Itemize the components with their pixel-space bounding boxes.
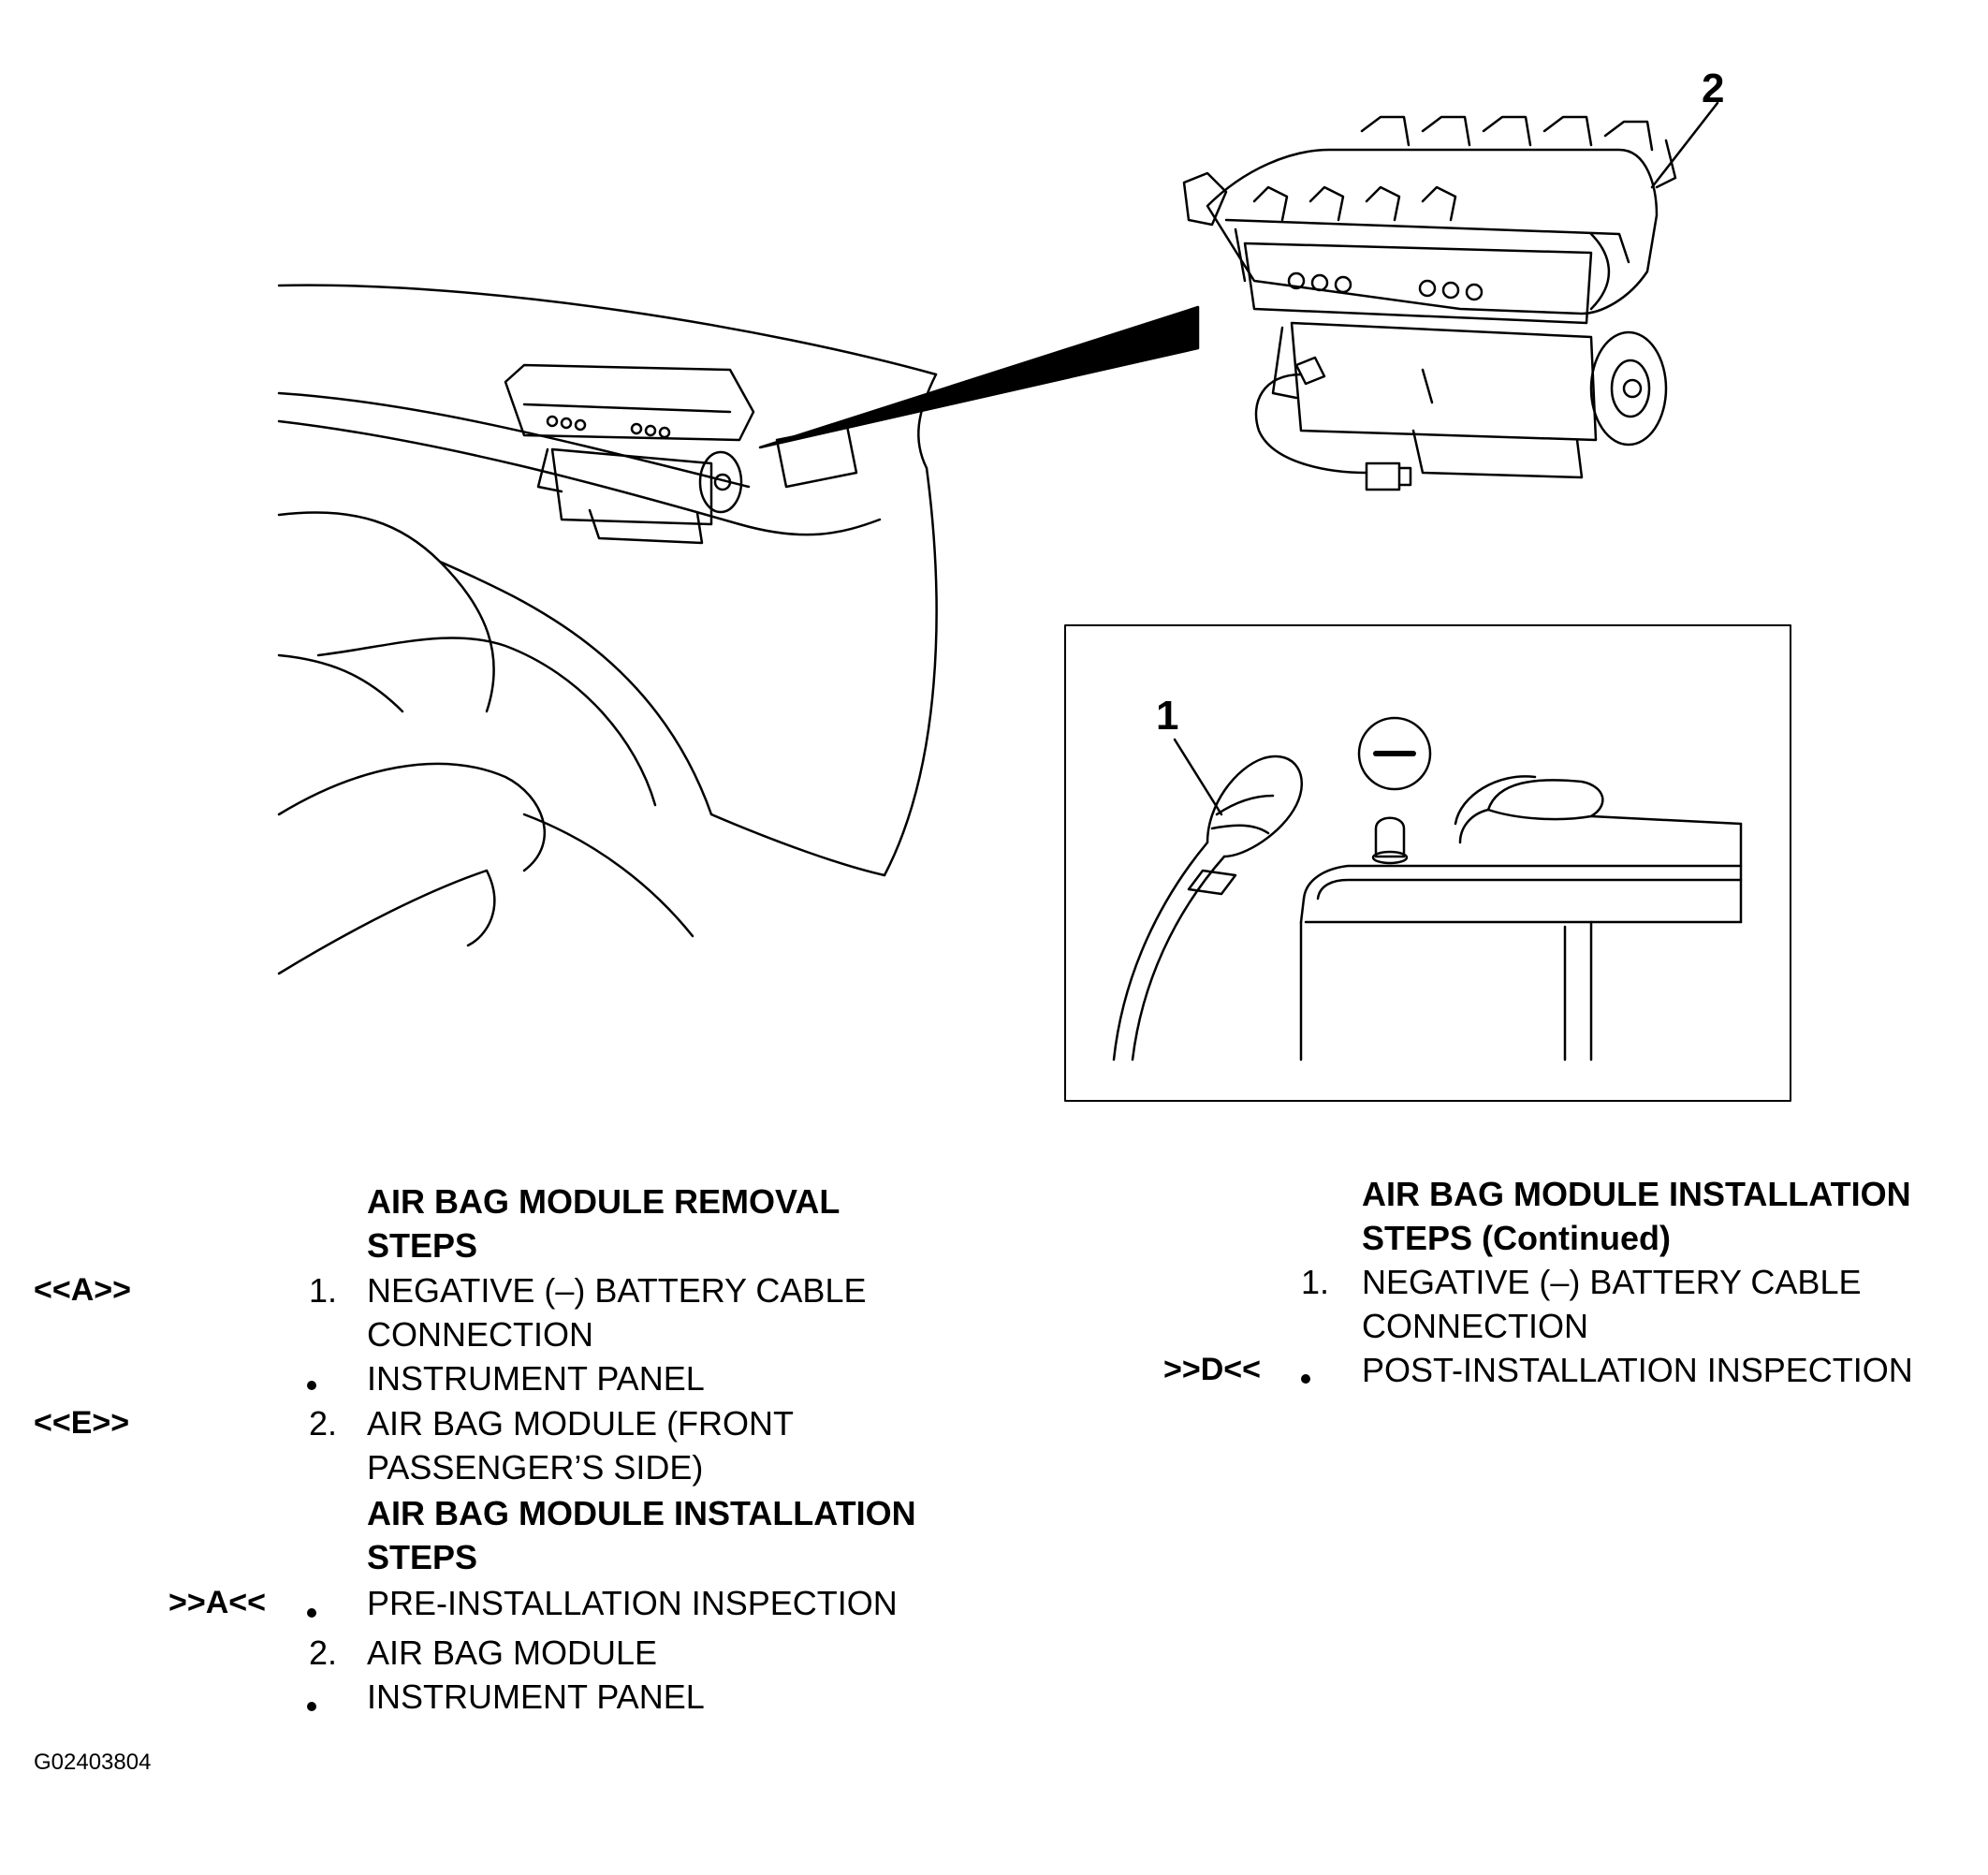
airbag-module-detail-drawing <box>1182 115 1677 491</box>
step-text: CONNECTION <box>1362 1307 1588 1345</box>
callout-2-label: 2 <box>1702 66 1725 111</box>
step-number: 1. <box>308 1271 337 1310</box>
callout-2-leader <box>1650 101 1719 189</box>
step-number: 1. <box>1300 1263 1329 1301</box>
step-text: INSTRUMENT PANEL <box>367 1359 705 1398</box>
removal-heading-line2: STEPS <box>367 1226 478 1265</box>
figure-id: G02403804 <box>34 1750 152 1775</box>
callout-1-leader <box>1173 738 1223 816</box>
ref-code: >>D<< <box>1163 1352 1261 1387</box>
step-text: NEGATIVE (–) BATTERY CABLE <box>367 1271 867 1310</box>
instrument-panel-drawing <box>277 284 938 975</box>
step-bullet <box>307 1381 316 1390</box>
step-bullet <box>307 1608 316 1618</box>
battery-inset-frame <box>1064 624 1791 1102</box>
step-text: AIR BAG MODULE <box>367 1633 658 1672</box>
step-bullet <box>1301 1374 1310 1384</box>
installation-heading-line1: AIR BAG MODULE INSTALLATION <box>367 1494 916 1532</box>
ref-code: >>A<< <box>168 1585 266 1620</box>
step-text: PRE-INSTALLATION INSPECTION <box>367 1584 898 1622</box>
step-number: 2. <box>308 1404 337 1443</box>
step-text: AIR BAG MODULE (FRONT <box>367 1404 795 1443</box>
step-text: CONNECTION <box>367 1315 593 1354</box>
negative-cable-drawing <box>1112 754 1304 1062</box>
step-bullet <box>307 1702 316 1711</box>
removal-heading-line1: AIR BAG MODULE REMOVAL <box>367 1182 841 1221</box>
step-text: NEGATIVE (–) BATTERY CABLE <box>1362 1263 1862 1301</box>
ref-code: <<E>> <box>34 1405 130 1441</box>
airbag-module-small-drawing <box>504 363 755 545</box>
step-text: PASSENGER’S SIDE) <box>367 1448 704 1487</box>
step-text: INSTRUMENT PANEL <box>367 1677 705 1716</box>
installation-continued-heading-line2: STEPS (Continued) <box>1362 1219 1671 1257</box>
step-text: POST-INSTALLATION INSPECTION <box>1362 1351 1913 1389</box>
ref-code: <<A>> <box>34 1272 131 1308</box>
negative-terminal-symbol <box>1357 716 1432 791</box>
installation-heading-line2: STEPS <box>367 1538 478 1576</box>
installation-continued-heading-line1: AIR BAG MODULE INSTALLATION <box>1362 1175 1911 1213</box>
zoom-wedge <box>758 305 1200 449</box>
callout-1-label: 1 <box>1156 693 1179 739</box>
battery-drawing <box>1299 716 1743 1062</box>
step-number: 2. <box>308 1633 337 1672</box>
